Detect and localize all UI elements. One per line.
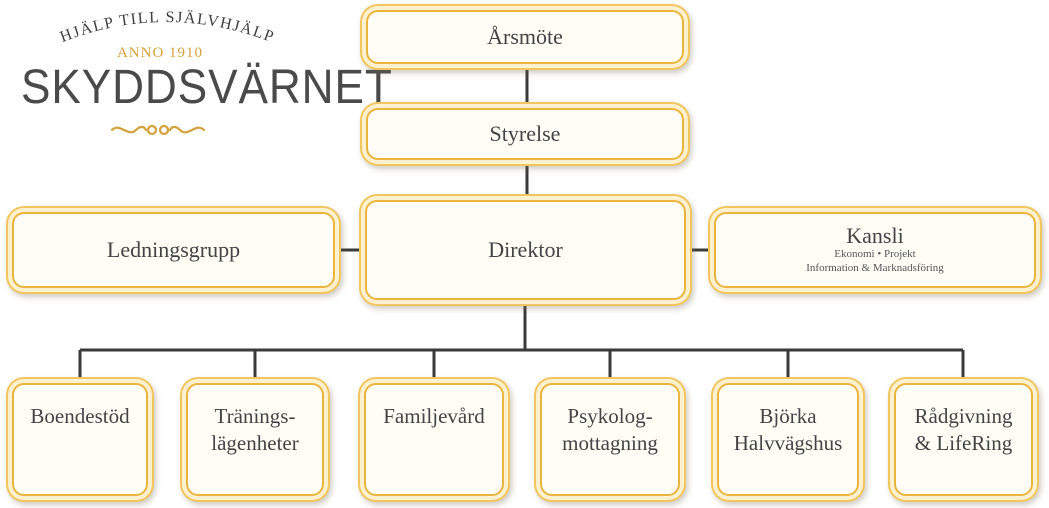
box-ledningsgrupp: Ledningsgrupp	[12, 212, 335, 288]
logo-tagline: HJÄLP TILL SJÄLVHJÄLP	[58, 9, 277, 47]
box-unit-bjorka-halvvagshus: Björka Halvvägshus	[717, 383, 859, 496]
ornament-icon	[110, 124, 206, 136]
unit-4-line2: mottagning	[562, 431, 658, 456]
box-unit-radgivning-lifering: Rådgivning & LifeRing	[894, 383, 1033, 496]
box-ledningsgrupp-label: Ledningsgrupp	[106, 236, 241, 262]
box-arsmote-label: Årsmöte	[487, 23, 563, 49]
unit-6-line1: Rådgivning	[914, 404, 1013, 428]
box-kansli: Kansli Ekonomi • Projekt Information & M…	[714, 212, 1036, 288]
unit-5-line1: Björka	[759, 404, 817, 428]
box-kansli-line2: Information & Marknadsföring	[806, 262, 944, 275]
box-kansli-line1: Ekonomi • Projekt	[834, 248, 916, 261]
svg-text:HJÄLP TILL SJÄLVHJÄLP: HJÄLP TILL SJÄLVHJÄLP	[58, 9, 277, 47]
logo-name: SKYDDSVÄRNET	[21, 61, 393, 114]
unit-2-line2: lägenheter	[211, 431, 299, 456]
box-unit-psykologmottagning: Psykolog- mottagning	[540, 383, 680, 496]
skyddsvarnet-logo: HJÄLP TILL SJÄLVHJÄLP ANNO 1910 SKYDDSVÄ…	[0, 0, 393, 180]
box-styrelse-label: Styrelse	[489, 120, 561, 146]
unit-3-line1: Familjevård	[383, 404, 485, 428]
box-arsmote: Årsmöte	[366, 10, 684, 64]
unit-2-line1: Tränings-	[214, 404, 296, 428]
box-kansli-title: Kansli	[846, 223, 904, 249]
box-unit-traningslagenheter: Tränings- lägenheter	[186, 383, 324, 496]
box-unit-familjevard: Familjevård	[364, 383, 504, 496]
box-direktor-label: Direktor	[488, 236, 563, 262]
unit-6-line2: & LifeRing	[914, 431, 1013, 456]
box-unit-boendestod: Boendestöd	[12, 383, 148, 496]
unit-1-line1: Boendestöd	[30, 404, 130, 428]
box-direktor: Direktor	[365, 200, 686, 300]
logo-since: ANNO 1910	[116, 45, 204, 61]
unit-5-line2: Halvvägshus	[733, 431, 843, 456]
logo-tagline-text: HJÄLP TILL SJÄLVHJÄLP	[58, 9, 276, 47]
unit-4-line1: Psykolog-	[567, 404, 653, 428]
box-styrelse: Styrelse	[366, 108, 684, 160]
